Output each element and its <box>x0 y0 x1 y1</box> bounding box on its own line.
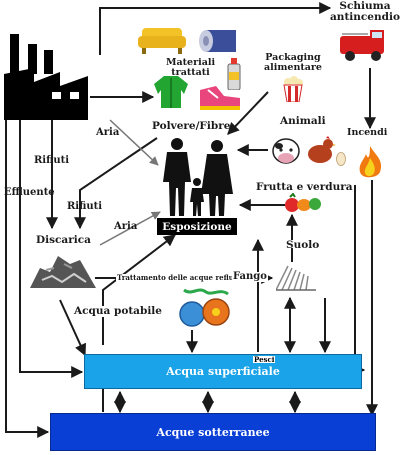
groundwater-label: Acque sotterranee <box>156 425 270 439</box>
waste-label-left: Rifiuti <box>34 155 70 166</box>
hen-icon <box>308 136 336 163</box>
wastewater-treatment-label: Trattamento delle acque reflue <box>116 273 240 282</box>
fish-label: Pesci <box>253 355 276 364</box>
air-label-mid: Aria <box>114 221 138 232</box>
surface-water-box: Acqua superficiale <box>84 354 362 389</box>
firefighting-foam-label: Schiuma antincendio <box>330 0 400 23</box>
drinking-water-to-exposure-arrow <box>102 234 176 345</box>
landfill-to-surface-arrow <box>59 299 86 357</box>
effluent-to-surface-arrow <box>19 118 84 378</box>
sneaker-icon <box>200 86 240 110</box>
air-arrow-mid <box>99 211 161 246</box>
fire-truck-icon <box>340 30 384 61</box>
fire-icon <box>359 146 382 178</box>
fires-label: Incendi <box>347 127 388 138</box>
food-packaging-label: Packaging alimentare <box>264 52 322 73</box>
jacket-icon <box>154 76 188 108</box>
family-silhouette-icon <box>163 138 233 216</box>
egg-icon <box>336 152 346 166</box>
waste-label-mid: Rifiuti <box>67 201 103 212</box>
field-icon <box>276 265 316 291</box>
exposure-label: Esposizione <box>162 220 232 233</box>
sludge-label: Fango <box>232 271 268 282</box>
products-waste-arrow <box>74 137 158 230</box>
effluent-label: Effluente <box>4 187 55 198</box>
vegetables-icon <box>285 193 321 212</box>
fires-to-surface-arrow <box>353 185 366 376</box>
dust-fibres-label: Polvere/Fibre <box>152 120 231 132</box>
exposure-box: Esposizione <box>157 218 237 235</box>
fruit-vegetables-label: Frutta e verdura <box>256 181 353 193</box>
packaging-to-exposure-arrow <box>227 91 269 135</box>
surface-water-label: Acqua superficiale <box>166 365 280 378</box>
popcorn-icon <box>283 76 303 102</box>
carpet-roll-icon <box>199 30 236 52</box>
treatment-plant-icon <box>179 288 230 327</box>
landfill-label: Discarica <box>36 234 91 246</box>
effluent-to-groundwater-arrow <box>5 118 50 438</box>
air-arrow-left <box>109 119 159 166</box>
cow-icon <box>272 138 300 164</box>
factory-to-foam-arrow <box>99 2 332 55</box>
spray-can-icon <box>227 58 241 90</box>
treated-materials-label: Materiali trattati <box>166 57 216 78</box>
groundwater-box: Acque sotterranee <box>50 413 376 451</box>
drinking-water-label: Acqua potabile <box>74 305 162 317</box>
landfill-icon <box>30 256 96 288</box>
air-label-left: Aria <box>96 127 120 138</box>
factory-icon <box>4 34 88 120</box>
animals-label: Animali <box>280 115 326 127</box>
sofa-icon <box>138 28 186 54</box>
soil-label: Suolo <box>286 239 320 251</box>
